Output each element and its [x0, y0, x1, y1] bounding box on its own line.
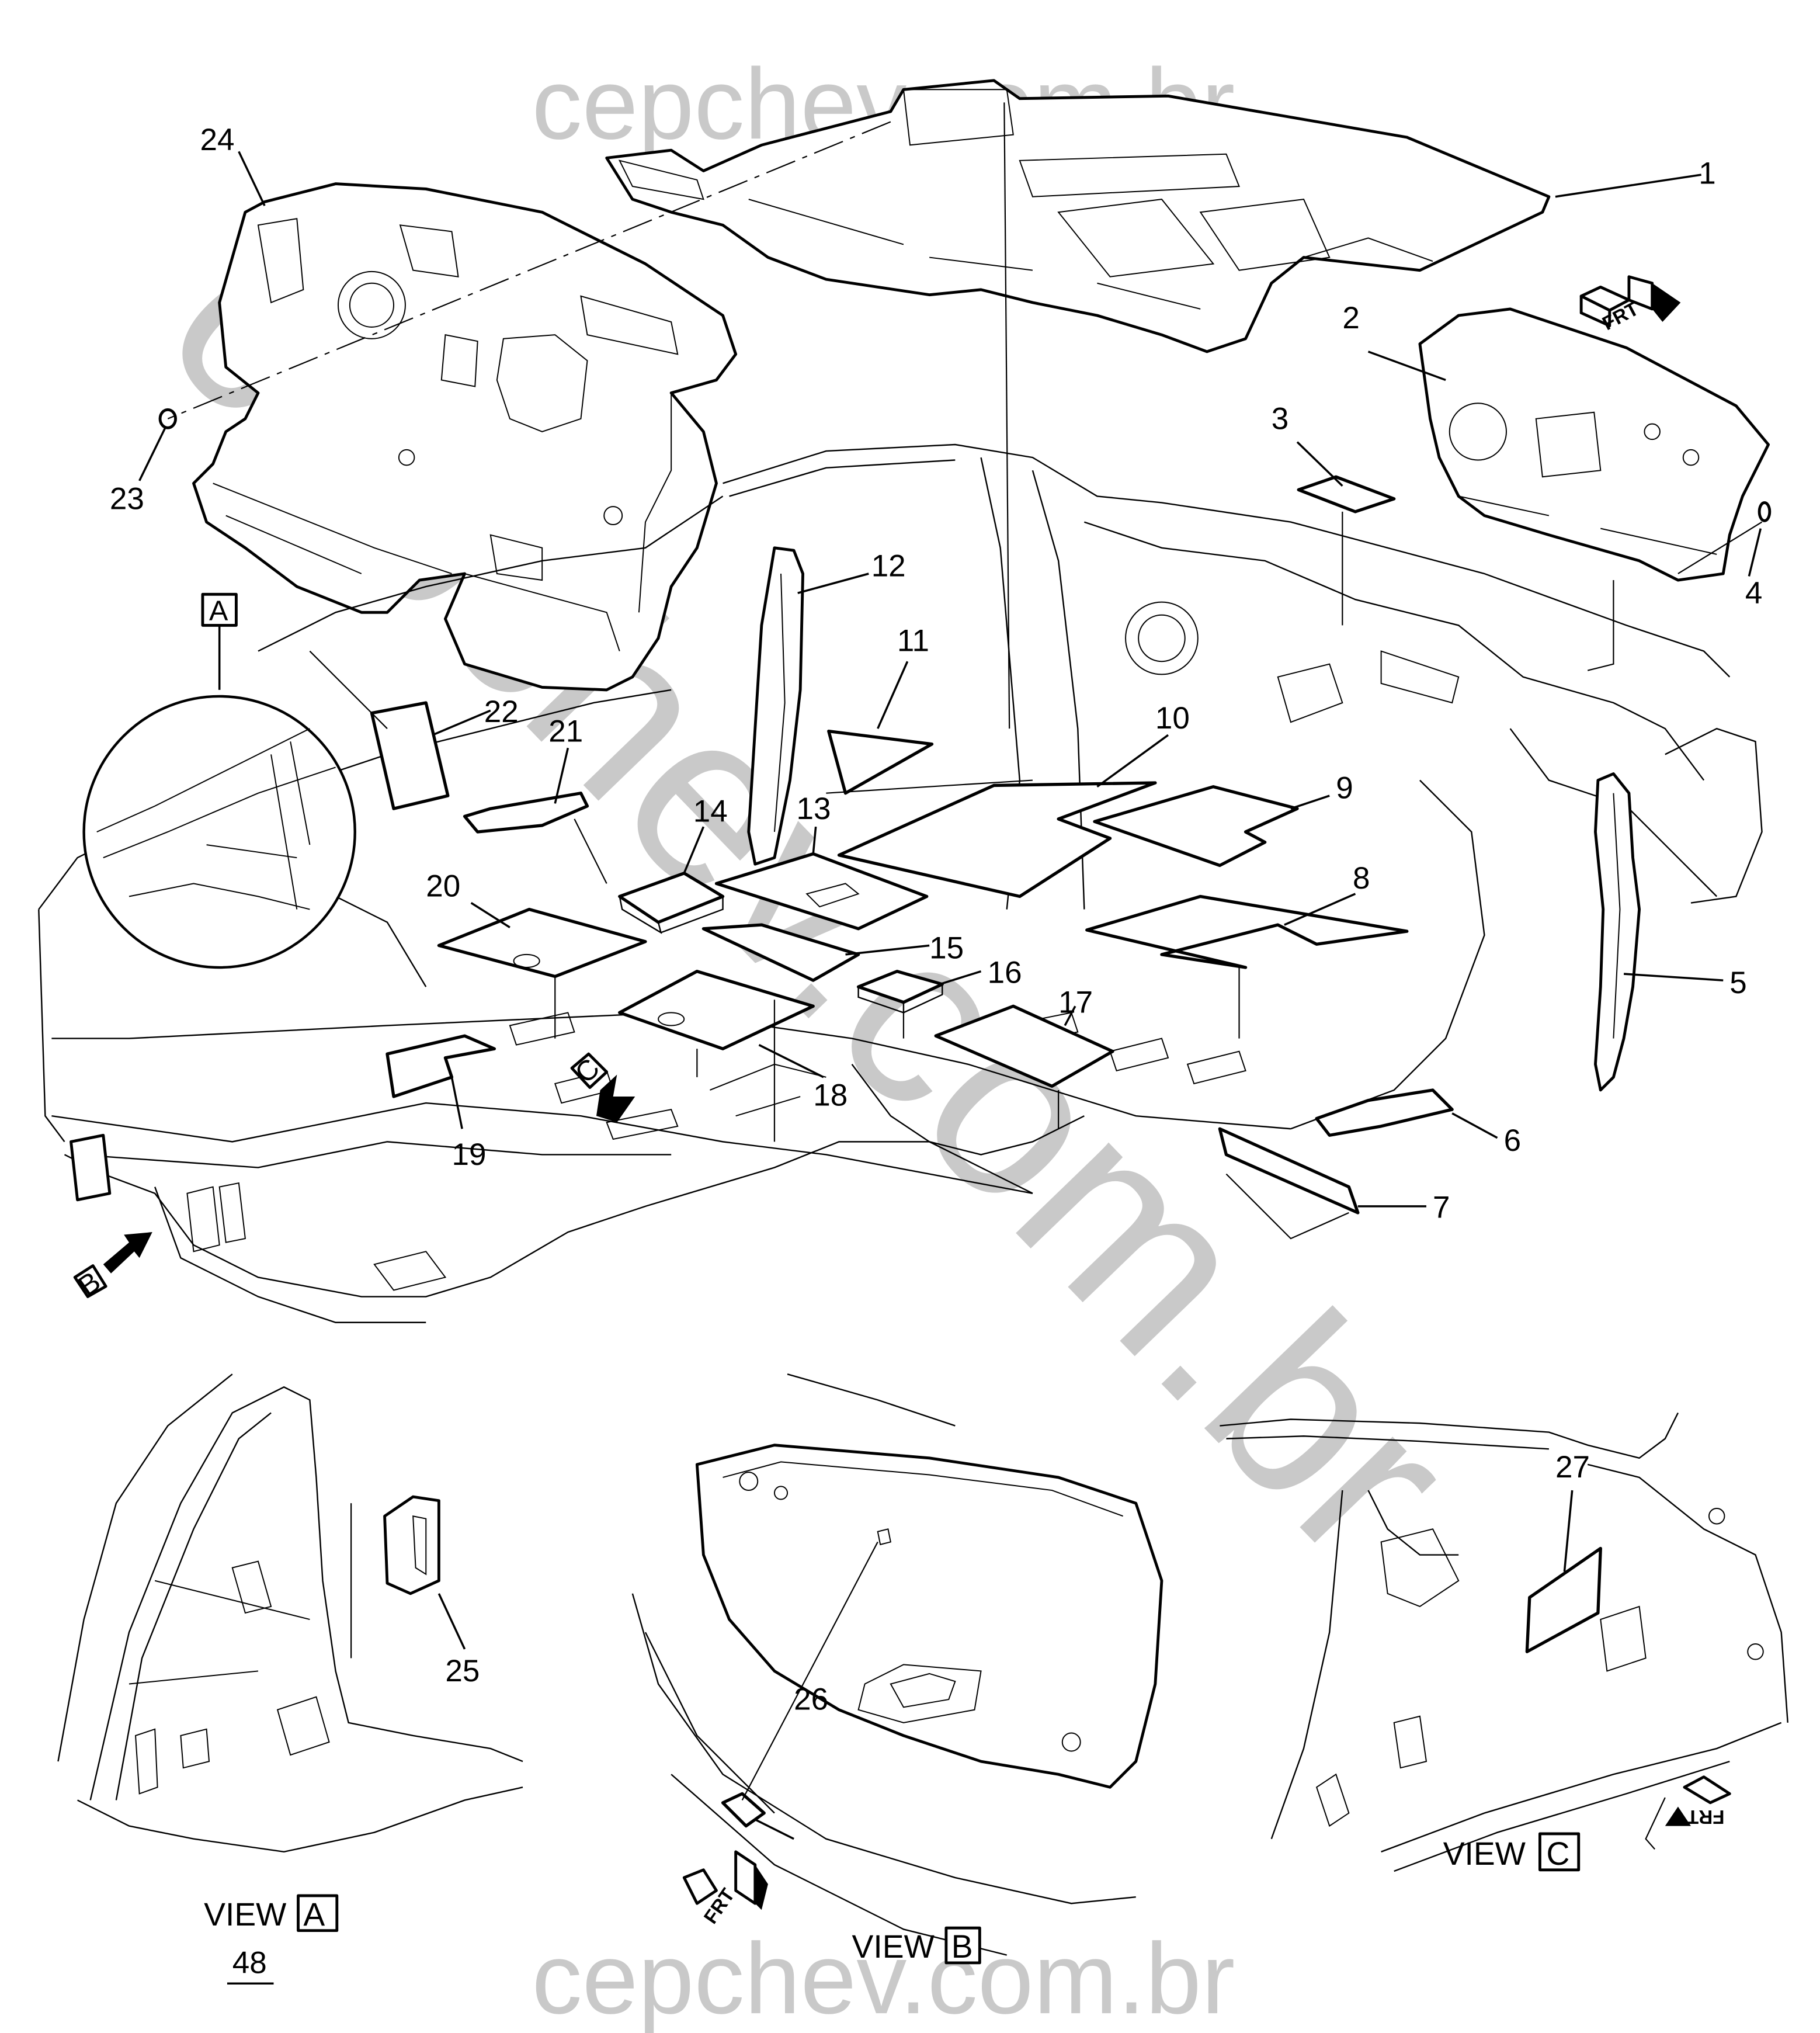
- callout-22: 22: [484, 695, 519, 729]
- part-15-pad: [701, 923, 860, 982]
- part-6-bolster: [1315, 1088, 1454, 1137]
- part-3-pad: [1297, 475, 1396, 514]
- part-17-pad: [934, 1004, 1114, 1088]
- view-a-marker-letter: A: [209, 595, 228, 627]
- view-a-marker: A: [82, 592, 356, 969]
- part-11-pad: [827, 729, 934, 795]
- part-27-pad: [1525, 1546, 1602, 1653]
- part-7-pad: [1218, 1127, 1360, 1215]
- part-9-pad: [1093, 785, 1299, 868]
- view-c-detail: 27 FRT VIEW C: [1220, 1412, 1788, 1872]
- callout-12: 12: [871, 549, 906, 583]
- view-c-title: VIEW: [1443, 1836, 1526, 1872]
- floor-pads: [370, 701, 1454, 1215]
- view-b-arrow: B: [72, 1232, 152, 1302]
- callout-25: 25: [445, 1654, 480, 1688]
- part-18-pad: [618, 970, 815, 1050]
- callout-27: 27: [1555, 1450, 1590, 1484]
- detail-circle-a: [82, 695, 356, 969]
- callout-17: 17: [1058, 985, 1093, 1019]
- callout-1: 1: [1699, 157, 1716, 191]
- callout-20: 20: [426, 869, 460, 903]
- callout-10: 10: [1155, 701, 1190, 736]
- frt-arrow-icon-view-b: FRT: [682, 1850, 768, 1928]
- view-c-letter: C: [1546, 1836, 1569, 1872]
- callout-2: 2: [1342, 301, 1360, 335]
- part-12-pillar-insulator: [747, 546, 805, 866]
- part-1-carpet-insulator: [605, 79, 1551, 353]
- part-25-block: [383, 1495, 440, 1595]
- alignment-lines: [167, 102, 1763, 1240]
- watermark-bottom: cepchev.com.br: [532, 1922, 1235, 2033]
- callout-16: 16: [988, 956, 1022, 990]
- part-21-bolster: [463, 792, 589, 834]
- part-13-pad: [714, 852, 929, 931]
- part-5-pillar-insulator: [1594, 772, 1641, 1092]
- part-4-grommet: [1758, 501, 1772, 522]
- frt-arrow-icon-view-c: FRT: [1645, 1775, 1731, 1850]
- callout-11: 11: [897, 624, 929, 658]
- view-a-reference-number: 48: [232, 1946, 267, 1980]
- view-c-marker-letter: C: [569, 1053, 606, 1090]
- view-c-arrow: C: [569, 1052, 635, 1123]
- callout-23: 23: [110, 481, 144, 516]
- callout-6: 6: [1504, 1123, 1522, 1158]
- view-a-letter: A: [303, 1896, 325, 1933]
- part-2-dash-panel-outer: [1418, 307, 1770, 582]
- callout-3: 3: [1272, 401, 1289, 436]
- callout-18: 18: [813, 1078, 848, 1112]
- callout-4: 4: [1745, 576, 1763, 610]
- part-20-pad: [437, 907, 647, 979]
- part-26-pad: [721, 1792, 766, 1828]
- view-b-letter: B: [951, 1928, 973, 1965]
- callout-24: 24: [200, 123, 235, 157]
- view-b-marker-letter: B: [72, 1265, 106, 1302]
- callout-labels: 1 2 3 4 5 6 7 8 9 10 11 12 13 14 15 16 1…: [110, 123, 1762, 1225]
- callout-13: 13: [797, 792, 831, 826]
- callout-19: 19: [451, 1137, 486, 1172]
- callout-leaders: [138, 151, 1762, 1208]
- callout-5: 5: [1729, 966, 1747, 1000]
- view-b-detail: 26 FRT VIEW B: [631, 1373, 1163, 1965]
- frt-arrow-icon: FRT: [1579, 275, 1681, 335]
- view-b-title: VIEW: [852, 1928, 935, 1965]
- part-19-pad: [385, 1034, 496, 1098]
- part-10-pad: [837, 781, 1157, 898]
- callout-8: 8: [1353, 861, 1370, 896]
- callout-7: 7: [1433, 1191, 1450, 1225]
- callout-26: 26: [794, 1682, 828, 1717]
- part-8-pad: [1085, 894, 1409, 969]
- frt-label-view-c: FRT: [1687, 1806, 1724, 1827]
- part-24-dash-insulator: [192, 182, 738, 692]
- view-a-detail: 25 VIEW A 48: [57, 1373, 523, 1985]
- view-a-title: VIEW: [204, 1896, 286, 1933]
- callout-9: 9: [1336, 771, 1353, 806]
- callout-14: 14: [693, 794, 728, 828]
- callout-15: 15: [929, 931, 964, 966]
- callout-21: 21: [548, 714, 583, 748]
- vehicle-body-structure: [38, 443, 1763, 1323]
- part-22-pad: [370, 701, 450, 810]
